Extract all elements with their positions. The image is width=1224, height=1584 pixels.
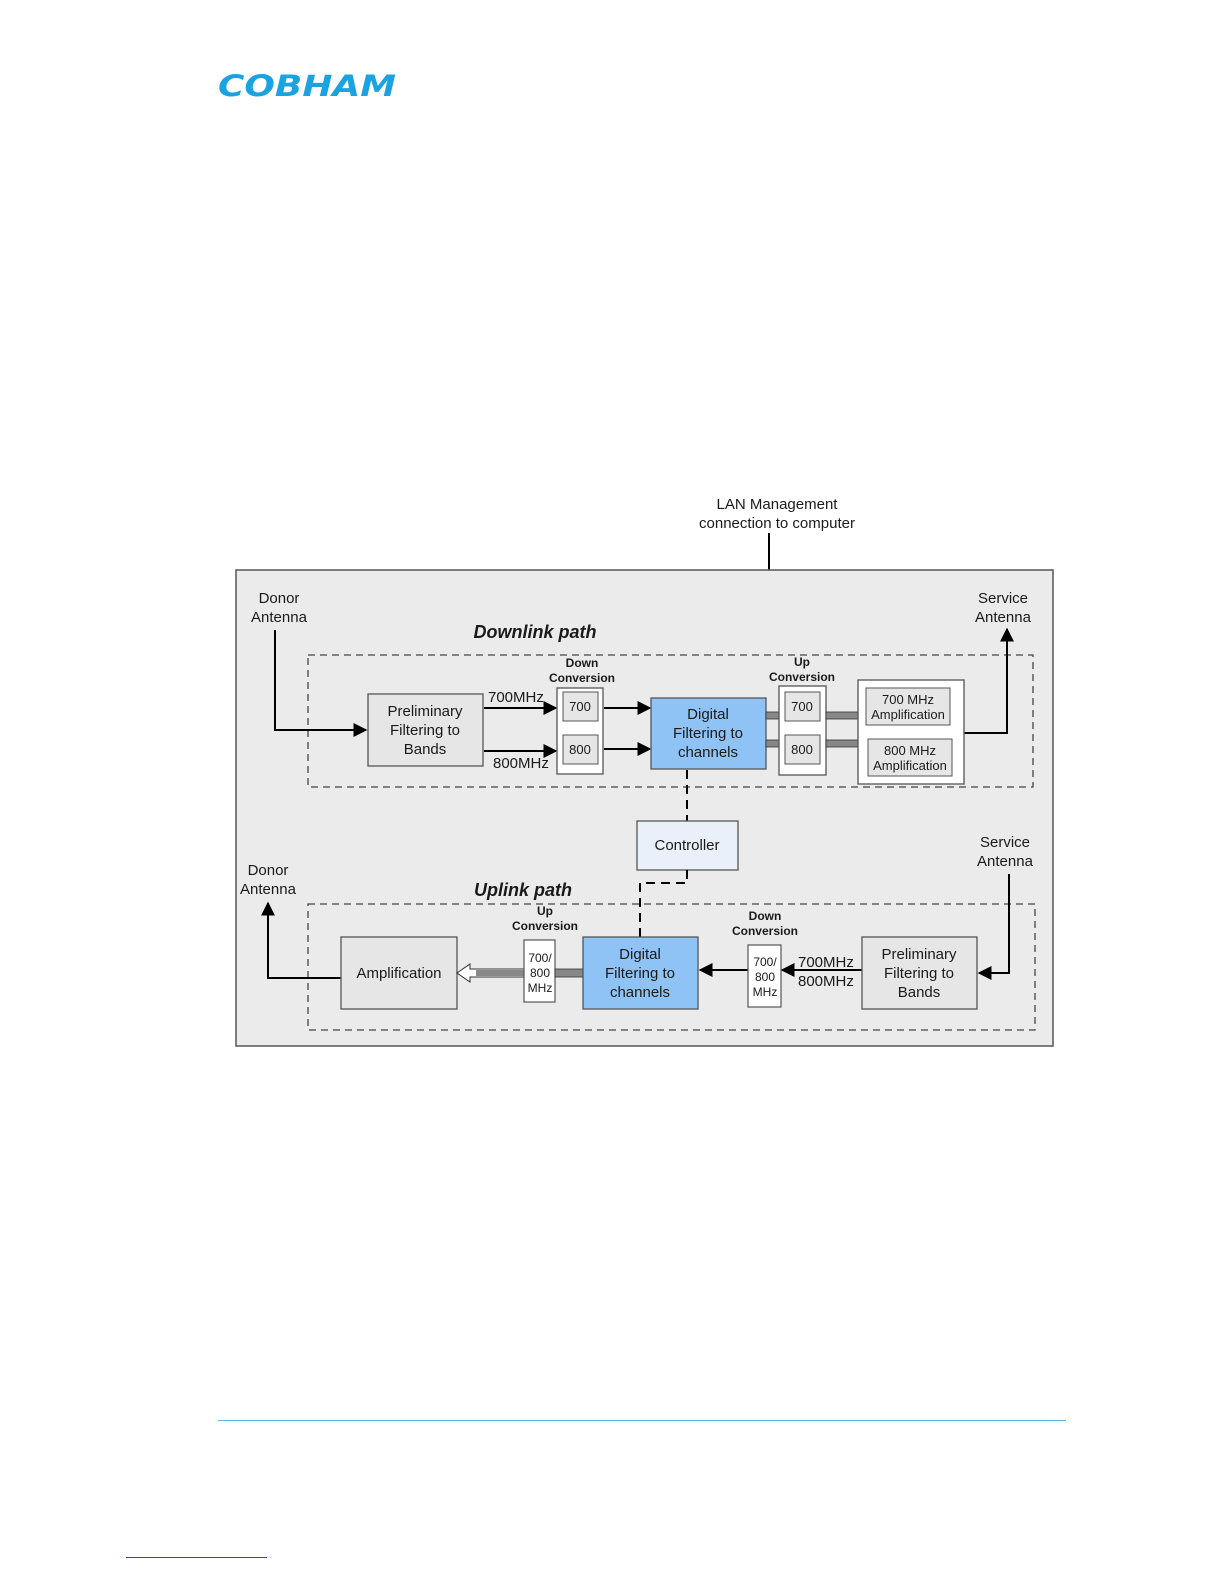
dl-bus-800	[765, 739, 780, 748]
dl-amp-700-box	[865, 687, 951, 726]
footnote-divider	[126, 1557, 267, 1558]
ul-bus-left	[476, 970, 524, 976]
dl-amp-700-2: Amplification	[871, 707, 945, 722]
lan-label-1: LAN Management	[717, 496, 839, 513]
dl-amp-800-1: 800 MHz	[884, 743, 936, 758]
ul-digital-1: Digital	[619, 946, 661, 963]
ul-prelim-box	[861, 936, 978, 1010]
ul-up-conv-2: Conversion	[512, 919, 578, 933]
dl-amp-800-2: Amplification	[873, 758, 947, 773]
dl-freq-800: 800MHz	[493, 755, 549, 772]
dl-up-mixer-800	[784, 734, 821, 765]
dl-mixer-800	[562, 734, 599, 765]
cobham-logo: COBHAM	[218, 70, 396, 100]
dl-service-antenna-2: Antenna	[975, 609, 1032, 626]
logo-text: COBHAM	[218, 70, 396, 100]
dl-digital-3: channels	[678, 744, 738, 761]
dl-donor-antenna-1: Donor	[259, 590, 300, 607]
ul-up-mixer-3: MHz	[528, 981, 553, 995]
ul-freq-700: 700MHz	[798, 954, 854, 971]
ul-down-conv-2: Conversion	[732, 924, 798, 938]
ul-down-mixer-1: 700/	[753, 955, 777, 969]
ul-prelim-1: Preliminary	[881, 946, 957, 963]
dl-donor-line	[274, 630, 368, 737]
ul-down-mixer-3: MHz	[753, 985, 778, 999]
dl-freq-700: 700MHz	[488, 689, 544, 706]
ul-prelim-2: Filtering to	[884, 965, 954, 982]
ul-amplification-box	[340, 936, 458, 1010]
ul-service-antenna-1: Service	[980, 834, 1030, 851]
dl-digital-1: Digital	[687, 706, 729, 723]
uplink-title: Uplink path	[474, 880, 572, 900]
ul-up-conv-1: Up	[537, 904, 553, 918]
dl-up-mixer-800-label: 800	[791, 742, 813, 757]
ul-down-mixer-box	[747, 944, 782, 1008]
dl-mixer-700	[562, 691, 599, 722]
dl-prelim-1: Preliminary	[387, 703, 463, 720]
dl-down-conv-2: Conversion	[549, 671, 615, 685]
dl-up-mixer-700	[784, 691, 821, 722]
downlink-title: Downlink path	[474, 622, 597, 642]
ul-prelim-3: Bands	[898, 984, 941, 1001]
ul-freq-800: 800MHz	[798, 973, 854, 990]
dl-bus-700-out	[825, 711, 859, 720]
ul-digital-3: channels	[610, 984, 670, 1001]
dl-amp-800-box	[867, 738, 953, 777]
ul-down-mixer-2: 800	[755, 970, 775, 984]
dl-service-line	[964, 627, 1014, 734]
ul-donor-line	[261, 901, 341, 979]
ul-down-conv-1: Down	[749, 909, 782, 923]
dl-bus-700	[765, 711, 780, 720]
dl-down-conv-1: Down	[566, 656, 599, 670]
controller-label: Controller	[654, 837, 719, 854]
ul-up-mixer-1: 700/	[528, 951, 552, 965]
dl-bus-800-out	[825, 739, 859, 748]
lan-label-2: connection to computer	[699, 515, 855, 532]
ul-amplification-label: Amplification	[356, 965, 441, 982]
downlink-frame	[307, 654, 1034, 788]
controller-link-bottom	[639, 870, 688, 937]
dl-digital-2: Filtering to	[673, 725, 743, 742]
dl-up-conv-2: Conversion	[769, 670, 835, 684]
controller-box	[636, 820, 739, 871]
uplink-frame	[307, 903, 1036, 1031]
ul-donor-antenna-2: Antenna	[240, 881, 297, 898]
dl-prelim-box	[367, 693, 484, 767]
dl-amp-700-1: 700 MHz	[882, 692, 934, 707]
ul-up-mixer-box	[523, 939, 556, 1003]
dl-digital-filter-box	[650, 697, 767, 770]
dl-up-mixer-700-label: 700	[791, 699, 813, 714]
footer-divider	[218, 1420, 1066, 1421]
ul-up-mixer-2: 800	[530, 966, 550, 980]
dl-service-antenna-1: Service	[978, 590, 1028, 607]
dl-prelim-3: Bands	[404, 741, 447, 758]
ul-service-antenna-2: Antenna	[977, 853, 1034, 870]
ul-digital-2: Filtering to	[605, 965, 675, 982]
ul-service-line	[977, 874, 1010, 980]
ul-digital-filter-box	[582, 936, 699, 1010]
dl-donor-antenna-2: Antenna	[251, 609, 308, 626]
dl-up-conv-1: Up	[794, 655, 810, 669]
ul-bus-mid	[554, 968, 584, 978]
ul-donor-antenna-1: Donor	[248, 862, 289, 879]
dl-mixer-700-label: 700	[569, 699, 591, 714]
dl-mixer-800-label: 800	[569, 742, 591, 757]
dl-prelim-2: Filtering to	[390, 722, 460, 739]
